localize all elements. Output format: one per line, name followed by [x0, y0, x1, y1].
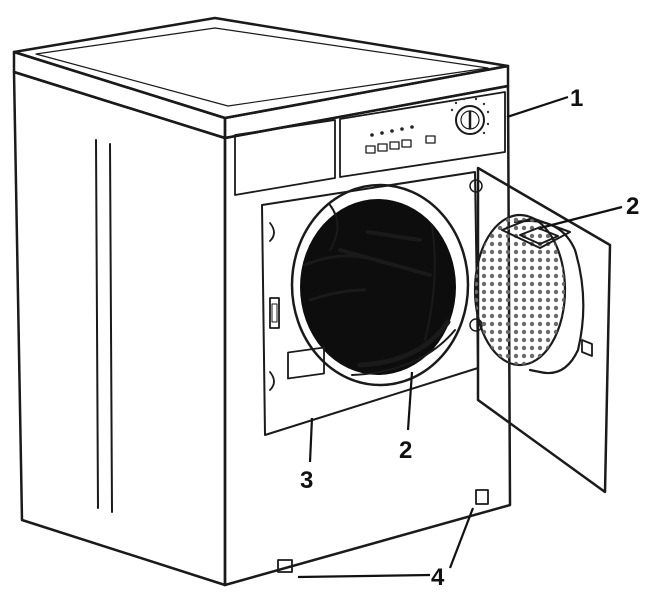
control-panel [234, 91, 506, 196]
lint-filter-slot [357, 319, 451, 368]
cabinet-side-panel [12, 70, 227, 587]
leader-line-1 [506, 95, 569, 119]
program-dial [450, 97, 490, 135]
callout-2-filter-door: 2 [626, 193, 639, 220]
drum-opening [290, 183, 470, 387]
callout-2-filter-drum: 2 [399, 437, 412, 464]
rating-plate [287, 346, 325, 380]
leader-lines [297, 95, 623, 579]
callout-4: 4 [431, 564, 445, 591]
leader-line-2b [406, 371, 414, 431]
callout-3: 3 [300, 467, 313, 494]
program-buttons [365, 135, 436, 154]
filter-handle [501, 217, 571, 249]
leader-line-2a [539, 205, 623, 230]
adjustable-feet [277, 489, 489, 573]
leader-line-4a [297, 573, 431, 579]
leader-line-3 [308, 417, 314, 463]
callout-1: 1 [570, 85, 583, 112]
indicator-lights [370, 125, 414, 137]
cabinet-front [223, 84, 512, 587]
door-catch [269, 297, 280, 329]
leader-line-4b [448, 507, 475, 569]
door-filter-housing [473, 213, 585, 375]
cabinet-top [12, 16, 510, 140]
